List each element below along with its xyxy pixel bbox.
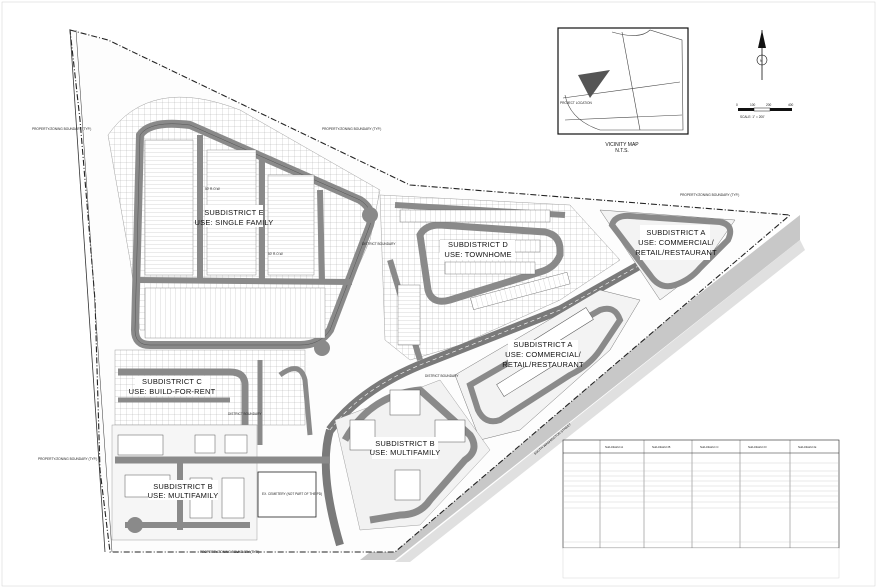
subdistrict-b-south-block [334,379,491,531]
svg-text:N: N [760,59,763,63]
property-zoning-label-5: PROPERTY/ZONING BOUNDARY (TYP.) [200,550,259,554]
scale-label: SCALE: 1" = 200' [740,115,765,119]
subdistrict-b-south-name: SUBDISTRICT B [375,439,435,448]
scale-tick-400: 400 [788,103,794,107]
district-boundary-label-3: DISTRICT BOUNDARY [228,412,262,416]
property-zoning-label-1: PROPERTY/ZONING BOUNDARY (TYP.) [322,127,381,131]
table-header-b: Sub-District B [652,445,670,449]
scale-tick-200: 200 [766,103,772,107]
subdistrict-e-block [107,96,381,356]
subdistrict-a-middle-use2: RETAIL/RESTAURANT [502,360,584,369]
scale-bar: 0 100 200 400 SCALE: 1" = 200' [736,103,794,119]
district-boundary-label-1: DISTRICT BOUNDARY [362,242,396,246]
subdistrict-labels: SUBDISTRICT E USE: SINGLE FAMILY SUBDIST… [129,208,717,500]
vicinity-map-title: VICINITY MAP [605,142,639,148]
subdistrict-c-block [114,349,313,445]
table-header-a: Sub-District A [605,445,623,449]
west-row-line-2 [75,29,113,553]
cemetery-parcel [257,471,317,518]
subdistrict-a-right-use2: RETAIL/RESTAURANT [635,248,717,257]
subdistrict-b-west-use: USE: MULTIFAMILY [148,491,219,500]
property-zoning-label-4: PROPERTY/ZONING BOUNDARY (TYP.) [32,127,91,131]
table-header-e: Sub-District E [798,445,816,449]
subdistrict-b-west-name: SUBDISTRICT B [153,482,213,491]
subdistrict-c-name: SUBDISTRICT C [142,377,202,386]
west-row-line [69,29,106,553]
cemetery-label: EX. CEMETERY (NOT PART OF THE PD) [262,492,322,496]
subdistrict-a-middle-name: SUBDISTRICT A [513,340,572,349]
subdistrict-b-west-block [111,424,330,541]
subdistrict-e-name: SUBDISTRICT E [204,208,264,217]
subdistrict-a-right-name: SUBDISTRICT A [646,228,705,237]
project-location-label: PROJECT LOCATION [560,101,592,105]
road-to-south [321,428,344,547]
vicinity-map: PROJECT LOCATION VICINITY MAP N.T.S. [557,27,689,154]
project-location-marker [578,70,610,98]
scale-tick-100: 100 [750,103,756,107]
table-header-d: Sub-District D [748,445,767,449]
highway-band-2 [395,240,805,562]
subdistrict-e-use: USE: SINGLE FAMILY [195,218,274,227]
north-arrow-icon: N [756,30,768,80]
subdistrict-a-right-use: USE: COMMERCIAL/ [638,238,714,247]
subdistrict-a-right-block [599,209,736,301]
subdistrict-d-use: USE: TOWNHOME [444,250,511,259]
subdistrict-b-south-use: USE: MULTIFAMILY [370,448,441,457]
zoning-table: Sub-District A Sub-District B Sub-Distri… [562,439,840,579]
district-boundary-label-2: DISTRICT BOUNDARY [425,374,459,378]
subdistrict-c-use: USE: BUILD-FOR-RENT [129,387,216,396]
subdistrict-a-middle-use: USE: COMMERCIAL/ [505,350,581,359]
property-zoning-label-3: PROPERTY/ZONING BOUNDARY (TYP.) [38,457,97,461]
vicinity-map-subtitle: N.T.S. [615,148,629,154]
subdistrict-d-name: SUBDISTRICT D [448,240,508,249]
subdistrict-d-block [379,194,621,361]
row-label-2: 50' R.O.W. [268,252,283,256]
property-zoning-label-2: PROPERTY/ZONING BOUNDARY (TYP.) [680,193,739,197]
row-label-1: 50' R.O.W. [205,187,220,191]
subdistrict-a-middle-block [454,289,641,441]
scale-tick-0: 0 [736,103,738,107]
table-header-c: Sub-District C [700,445,719,449]
